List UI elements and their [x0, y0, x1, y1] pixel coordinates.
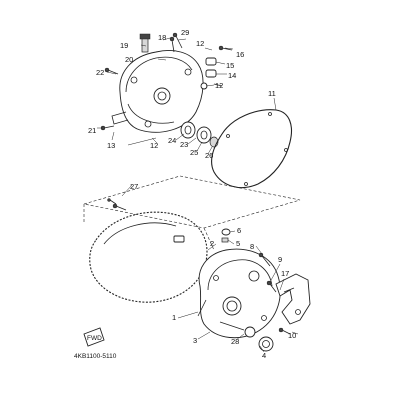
lower-small-fittings — [107, 198, 291, 335]
callout-20: 20 — [125, 55, 133, 64]
explode-guide-box — [83, 175, 301, 229]
callout-28: 28 — [231, 337, 239, 346]
callout-6: 6 — [237, 226, 241, 235]
water-pump-bracket — [275, 273, 311, 325]
callout-2: 2 — [210, 239, 214, 248]
oil-level-plug — [139, 33, 151, 53]
callout-22: 22 — [96, 68, 104, 77]
callout-26: 26 — [205, 151, 213, 160]
leader-lines — [97, 37, 299, 353]
callout-labels: 19 18 29 20 22 12 16 15 14 12 11 21 13 1… — [88, 28, 296, 360]
callout-10: 10 — [288, 331, 296, 340]
forward-arrow-badge: FWD — [83, 327, 105, 347]
callout-21: 21 — [88, 126, 96, 135]
callout-1: 1 — [172, 313, 176, 322]
lower-seals — [244, 326, 274, 352]
callout-14: 14 — [228, 71, 236, 80]
callout-16: 16 — [236, 50, 244, 59]
callout-5: 5 — [236, 239, 240, 248]
callout-24: 24 — [168, 136, 176, 145]
upper-bearing-seal-set — [180, 121, 219, 148]
callout-11: 11 — [268, 89, 276, 98]
callout-4: 4 — [262, 351, 266, 360]
callout-29: 29 — [181, 28, 189, 37]
callout-17: 17 — [281, 269, 289, 278]
upper-crankcase-cover — [111, 50, 204, 133]
callout-25: 25 — [190, 148, 198, 157]
callout-12-mid: 12 — [215, 81, 223, 90]
upper-small-fittings — [127, 57, 217, 146]
lower-gasket — [89, 211, 208, 303]
callout-3: 3 — [193, 336, 197, 345]
callout-12-top: 12 — [196, 39, 204, 48]
callout-8: 8 — [250, 242, 254, 251]
callout-9: 9 — [278, 255, 282, 264]
callout-23: 23 — [180, 140, 188, 149]
diagram-code: 4KB1100-5110 — [74, 353, 117, 360]
forward-badge-text: FWD — [87, 335, 102, 342]
callout-13: 13 — [107, 141, 115, 150]
callout-15: 15 — [226, 61, 234, 70]
crankcase-cover — [197, 248, 281, 339]
callout-27: 27 — [130, 182, 138, 191]
upper-gasket — [211, 109, 293, 189]
explode-guide-line-right — [203, 227, 215, 251]
callout-18: 18 — [158, 33, 166, 42]
callout-12-low: 12 — [150, 141, 158, 150]
callout-19: 19 — [120, 41, 128, 50]
